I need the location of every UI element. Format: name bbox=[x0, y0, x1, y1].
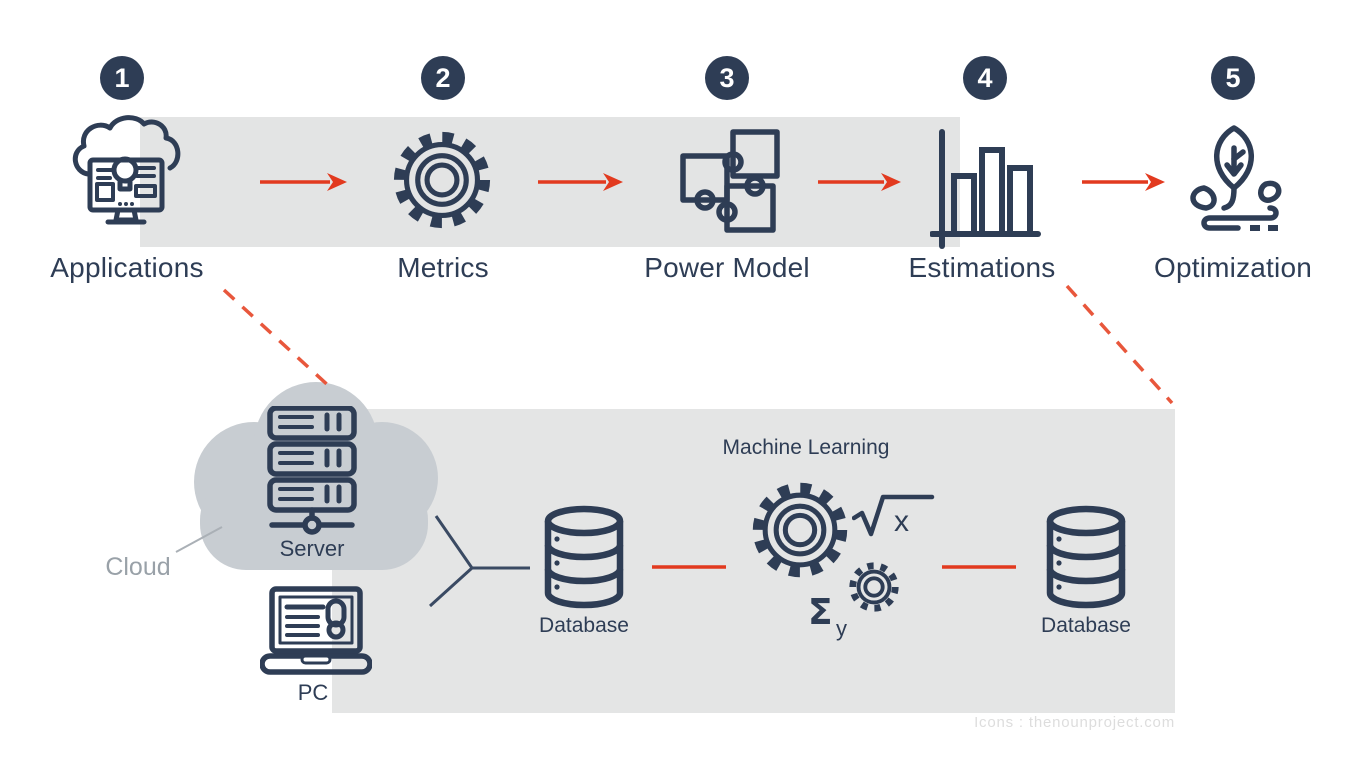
step-3-number: 3 bbox=[719, 62, 735, 93]
metrics-gear-icon bbox=[393, 131, 491, 229]
step-5-number: 5 bbox=[1225, 62, 1241, 93]
step-2-label: Metrics bbox=[397, 252, 489, 283]
server-label: Server bbox=[279, 536, 345, 561]
pc-label: PC bbox=[297, 680, 329, 705]
database-right-icon bbox=[1046, 505, 1126, 609]
step-2-badge: 2 bbox=[421, 56, 465, 100]
ml-sqrt-x-symbol: x bbox=[852, 494, 935, 538]
server-icon bbox=[267, 406, 357, 535]
cloud-label: Cloud bbox=[105, 553, 171, 581]
database-left-icon bbox=[544, 505, 624, 609]
estimations-bar-chart-icon bbox=[930, 129, 1041, 249]
step-3-badge: 3 bbox=[705, 56, 749, 100]
top-flow-band bbox=[140, 117, 960, 247]
database-right-label: Database bbox=[1041, 614, 1131, 637]
step-5-label: Optimization bbox=[1153, 252, 1312, 283]
cloud-application-icon bbox=[72, 115, 181, 225]
dashed-link-estimations-to-panel bbox=[1065, 284, 1174, 405]
arrow-estimations-to-optimization bbox=[1082, 173, 1165, 191]
dashed-link-applications-to-panel bbox=[222, 288, 333, 390]
step-3-label: Power Model bbox=[644, 252, 810, 283]
step-1-badge: 1 bbox=[100, 56, 144, 100]
ml-sigma-subscript: y bbox=[836, 616, 847, 641]
ml-large-gear-icon bbox=[752, 482, 848, 578]
optimization-plant-icon bbox=[1190, 125, 1282, 231]
icons-credit-text: Icons : thenounproject.com bbox=[974, 714, 1175, 731]
step-4-number: 4 bbox=[977, 62, 993, 93]
ml-sigma-y-symbol: Σ y bbox=[808, 592, 847, 641]
step-4-label: Estimations bbox=[908, 252, 1056, 283]
step-4-badge: 4 bbox=[963, 56, 1007, 100]
step-2-number: 2 bbox=[435, 62, 451, 93]
power-model-puzzle-icon bbox=[680, 129, 780, 233]
step-5-badge: 5 bbox=[1211, 56, 1255, 100]
machine-learning-title: Machine Learning bbox=[722, 436, 890, 459]
step-1-label: Applications bbox=[50, 252, 204, 283]
pc-laptop-icon bbox=[260, 586, 372, 675]
step-1-number: 1 bbox=[114, 62, 130, 93]
ml-small-gear-icon bbox=[849, 562, 899, 612]
ml-sqrt-x-letter: x bbox=[894, 505, 909, 538]
database-left-label: Database bbox=[539, 614, 629, 637]
ml-sigma-letter: Σ bbox=[808, 592, 833, 633]
